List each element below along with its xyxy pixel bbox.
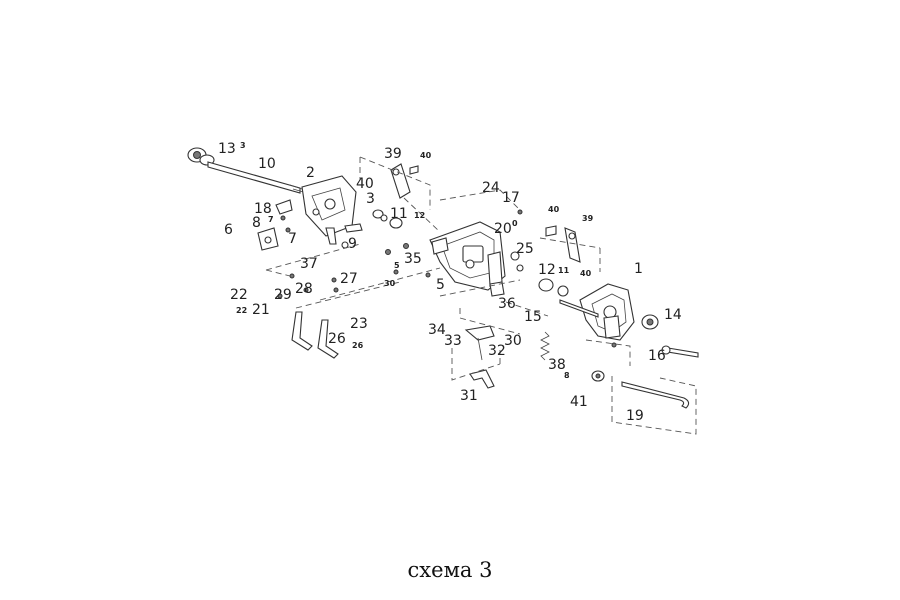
- label-14: 14: [664, 307, 682, 323]
- label-41: 41: [570, 394, 588, 410]
- part-1-housing: [579, 283, 635, 341]
- part-38-spring: [540, 331, 550, 361]
- label-19: 19: [626, 408, 644, 424]
- part-41-knob: [591, 370, 605, 382]
- label-40c: 40: [548, 205, 560, 214]
- part-12-roller: [538, 278, 569, 297]
- part-15-rod: [559, 299, 599, 318]
- part-31-lever: [469, 369, 495, 389]
- mark-30: 30: [384, 279, 396, 288]
- part-25-spacer: [510, 251, 524, 272]
- part-39-link-left: [390, 163, 419, 199]
- label-23: 23: [350, 316, 368, 332]
- part-13-end-cap: [187, 147, 215, 166]
- mark-7: 7: [268, 215, 274, 224]
- label-32: 32: [488, 343, 506, 359]
- part-39-link-right: [545, 225, 581, 263]
- label-20: 20: [494, 221, 512, 237]
- label-16: 16: [648, 348, 666, 364]
- label-40a: 40: [356, 176, 374, 192]
- label-39b: 39: [582, 214, 594, 223]
- part-9-bolt: [341, 223, 363, 249]
- label-31: 31: [460, 388, 478, 404]
- label-6: 6: [224, 222, 233, 238]
- label-40d: 40: [580, 269, 592, 278]
- label-33: 33: [444, 333, 462, 349]
- label-39a: 39: [384, 146, 402, 162]
- label-13: 13: [218, 141, 236, 157]
- label-5a: 5: [394, 261, 400, 270]
- label-35: 35: [404, 251, 422, 267]
- part-18-clip: [275, 199, 293, 233]
- label-15: 15: [524, 309, 542, 325]
- part-23-lever: [317, 319, 339, 359]
- part-33-lever: [464, 325, 495, 361]
- mark-3: 3: [240, 141, 246, 150]
- label-12a: 12: [414, 211, 425, 220]
- label-17: 17: [502, 190, 520, 206]
- label-28: 28: [295, 281, 313, 297]
- mark-26: 26: [352, 341, 364, 350]
- label-25: 25: [516, 241, 534, 257]
- part-2-bracket: [301, 175, 357, 245]
- part-3-bushing: [372, 209, 403, 229]
- part-6-clamp: [257, 227, 279, 251]
- label-27: 27: [340, 271, 358, 287]
- part-16-bolt: [661, 345, 699, 358]
- label-10: 10: [258, 156, 276, 172]
- label-38: 38: [548, 357, 566, 373]
- mark-0: 0: [512, 219, 518, 228]
- label-11b: 11: [558, 266, 570, 275]
- part-labels: 13 10 2 39 40 3 11 24 17 20 18 8 6 7 9 3…: [218, 141, 682, 424]
- label-5b: 5: [436, 277, 445, 293]
- mark-8: 8: [564, 371, 570, 380]
- label-37: 37: [300, 256, 318, 272]
- mark-22: 22: [236, 306, 247, 315]
- label-36: 36: [498, 296, 516, 312]
- label-1: 1: [634, 261, 643, 277]
- diagram-caption: схема 3: [407, 558, 493, 582]
- label-7: 7: [288, 231, 297, 247]
- part-36-piece: [489, 281, 505, 297]
- label-18: 18: [254, 201, 272, 217]
- part-20-housing: [429, 221, 506, 291]
- part-19-hook-rod: [621, 381, 690, 409]
- label-24: 24: [482, 180, 500, 196]
- label-3: 3: [366, 191, 375, 207]
- label-22: 22: [230, 287, 248, 303]
- label-30: 30: [504, 333, 522, 349]
- assembly-lines: [265, 156, 697, 435]
- part-14-cap: [641, 314, 659, 330]
- fasteners: [277, 209, 617, 348]
- part-21-lever: [291, 311, 313, 351]
- label-9: 9: [348, 236, 357, 252]
- label-40b: 40: [420, 151, 432, 160]
- label-26: 26: [328, 331, 346, 347]
- label-8: 8: [252, 215, 261, 231]
- label-12b: 12: [538, 262, 556, 278]
- label-11a: 11: [390, 206, 408, 222]
- label-34: 34: [428, 322, 446, 338]
- label-2: 2: [306, 165, 315, 181]
- label-21: 21: [252, 302, 270, 318]
- label-29: 29: [274, 287, 292, 303]
